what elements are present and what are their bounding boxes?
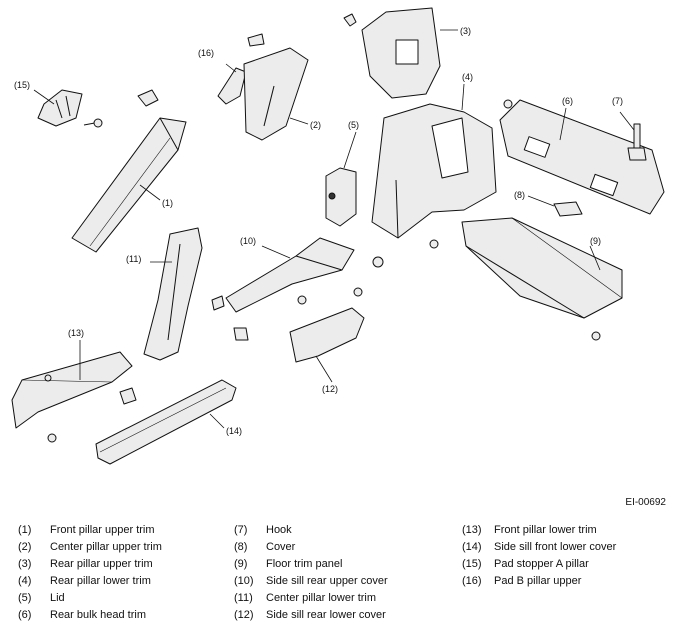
part-lid bbox=[325, 167, 357, 227]
part-clip-1 bbox=[83, 89, 159, 128]
part-floor-trim-panel bbox=[461, 217, 623, 319]
callout-9: (9) bbox=[590, 236, 601, 246]
part-cover bbox=[553, 201, 583, 217]
legend-item: (6)Rear bulk head trim bbox=[18, 609, 146, 621]
legend-item: (8)Cover bbox=[234, 541, 296, 553]
callout-1: (1) bbox=[162, 198, 173, 208]
legend-item: (15)Pad stopper A pillar bbox=[462, 558, 589, 570]
legend-item: (2)Center pillar upper trim bbox=[18, 541, 162, 553]
callout-16: (16) bbox=[198, 48, 214, 58]
callout-4: (4) bbox=[462, 72, 473, 82]
part-hook bbox=[627, 123, 647, 161]
legend-column-3: (13)Front pillar lower trim (14)Side sil… bbox=[462, 524, 616, 592]
part-rear-pillar-lower-trim bbox=[371, 103, 497, 239]
callout-6: (6) bbox=[562, 96, 573, 106]
legend-item: (11)Center pillar lower trim bbox=[234, 592, 377, 604]
legend-item: (4)Rear pillar lower trim bbox=[18, 575, 151, 587]
callout-3: (3) bbox=[460, 26, 471, 36]
legend-item: (7)Hook bbox=[234, 524, 292, 536]
part-front-pillar-lower-trim bbox=[11, 351, 137, 443]
callout-14: (14) bbox=[226, 426, 242, 436]
figure-id: EI-00692 bbox=[625, 497, 666, 508]
parts-legend: (1)Front pillar upper trim (2)Center pil… bbox=[0, 524, 678, 636]
legend-item: (1)Front pillar upper trim bbox=[18, 524, 155, 536]
part-center-pillar-upper-trim bbox=[243, 47, 309, 141]
legend-item: (9)Floor trim panel bbox=[234, 558, 343, 570]
callout-5: (5) bbox=[348, 120, 359, 130]
leader-lines bbox=[33, 29, 635, 429]
legend-column-1: (1)Front pillar upper trim (2)Center pil… bbox=[18, 524, 162, 626]
legend-item: (5)Lid bbox=[18, 592, 65, 604]
legend-item: (14)Side sill front lower cover bbox=[462, 541, 617, 553]
part-rear-bulk-head-trim bbox=[499, 99, 665, 215]
fasteners bbox=[297, 239, 601, 341]
legend-column-2: (7)Hook (8)Cover (9)Floor trim panel (10… bbox=[234, 524, 388, 626]
part-center-pillar-lower-trim bbox=[143, 227, 249, 361]
callout-15: (15) bbox=[14, 80, 30, 90]
callout-13: (13) bbox=[68, 328, 84, 338]
part-rear-pillar-upper-trim bbox=[343, 7, 441, 99]
legend-item: (10)Side sill rear upper cover bbox=[234, 575, 388, 587]
callout-7: (7) bbox=[612, 96, 623, 106]
legend-item: (13)Front pillar lower trim bbox=[462, 524, 597, 536]
part-side-sill-front-lower-cover bbox=[95, 379, 237, 465]
callout-10: (10) bbox=[240, 236, 256, 246]
callout-2: (2) bbox=[310, 120, 321, 130]
legend-item: (16)Pad B pillar upper bbox=[462, 575, 582, 587]
callout-11: (11) bbox=[126, 254, 141, 264]
part-side-sill-rear-lower-cover bbox=[289, 287, 365, 363]
part-side-sill-rear-upper-cover bbox=[225, 237, 384, 313]
part-pad-stopper-a-pillar bbox=[37, 89, 83, 127]
legend-item: (12)Side sill rear lower cover bbox=[234, 609, 386, 621]
legend-item: (3)Rear pillar upper trim bbox=[18, 558, 153, 570]
callout-12: (12) bbox=[322, 384, 338, 394]
part-front-pillar-upper-trim bbox=[71, 117, 187, 253]
callout-8: (8) bbox=[514, 190, 525, 200]
part-pad-b-pillar-upper bbox=[217, 33, 265, 105]
callout-labels: (15) (1) (16) (2) (3) (4) (5) (6) (7) (8… bbox=[14, 26, 623, 436]
